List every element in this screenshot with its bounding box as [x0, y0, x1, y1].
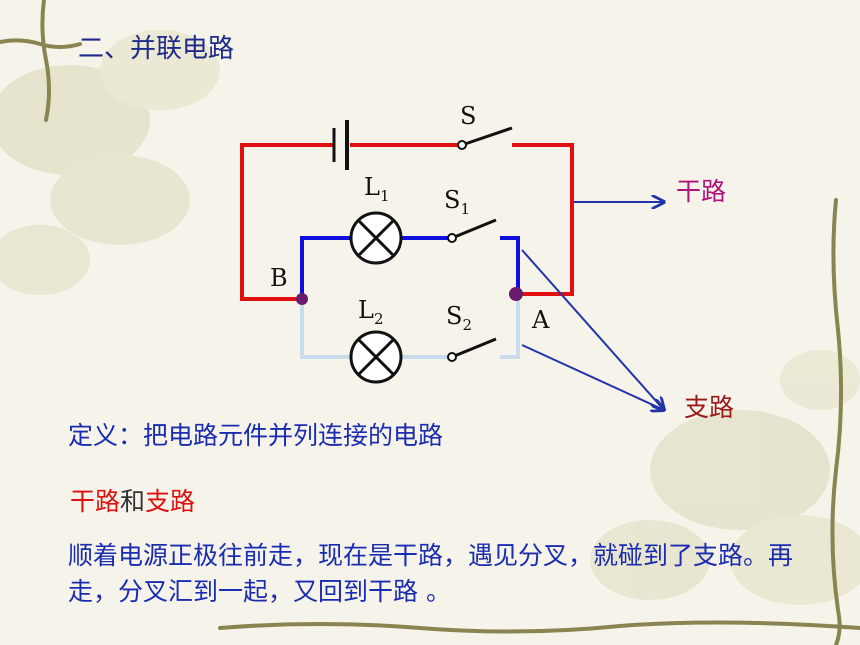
branch-circuit-label: 支路 [684, 393, 735, 422]
terms-heading: 干路和支路 [70, 482, 195, 518]
branch2-wire [300, 294, 520, 359]
vine-border-right [830, 198, 844, 645]
lamp1-icon [349, 211, 403, 265]
slide-title: 二、并联电路 [78, 34, 235, 64]
node-a-dot [509, 287, 523, 301]
term-and: 和 [120, 487, 146, 516]
branch1-wire [300, 236, 520, 299]
switch2-label: S2 [446, 302, 472, 334]
branch2-arrow [521, 344, 664, 410]
main-circuit-wire [240, 143, 574, 301]
node-b-label: B [270, 264, 288, 292]
annotation-arrows [521, 202, 664, 410]
switch1-label: S1 [444, 186, 470, 218]
main-switch-icon [457, 126, 513, 150]
vine-border-bottom [218, 620, 860, 634]
node-b-dot [296, 293, 308, 305]
flower-decoration-top-left [0, 30, 220, 295]
switch2-icon [447, 337, 497, 362]
main-circuit-label: 干路 [676, 177, 727, 206]
battery-icon [332, 120, 349, 170]
lamp2-icon [349, 330, 403, 384]
lamp1-label: L1 [364, 173, 389, 205]
vine-border-left [0, 0, 82, 122]
branch1-arrow [521, 249, 664, 410]
node-a-label: A [531, 306, 550, 334]
explanation-text: 顺着电源正极往前走，现在是干路，遇见分叉，就碰到了支路。再走，分叉汇到一起，又回… [68, 541, 794, 606]
term-branch: 支路 [145, 487, 196, 516]
lamp2-label: L2 [358, 296, 383, 328]
term-main: 干路 [70, 487, 121, 516]
switch-main-label: S [460, 102, 476, 130]
definition-text: 定义：把电路元件并列连接的电路 [68, 421, 444, 450]
switch1-icon [447, 218, 497, 243]
